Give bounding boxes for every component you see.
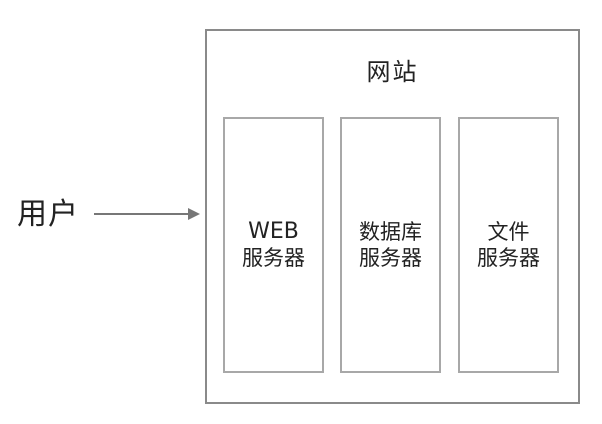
website-title: 网站 [366,58,419,86]
database-server-label-line-2: 服务器 [359,246,422,270]
file-server-box: 文件 服务器 [458,117,559,373]
database-server-box: 数据库 服务器 [340,117,441,373]
web-server-box: WEB 服务器 [223,117,324,373]
web-server-label-line-2: 服务器 [242,246,305,270]
file-server-label-line-1: 文件 [487,220,530,244]
web-server-label-line-1: WEB [248,219,299,244]
website-container: 网站 WEB 服务器 数据库 服务器 文件 服务器 [205,29,580,404]
user-label: 用户 [17,197,79,232]
database-server-label-line-1: 数据库 [359,220,422,244]
arrow-right-icon [94,208,200,220]
file-server-label-line-2: 服务器 [477,246,540,270]
